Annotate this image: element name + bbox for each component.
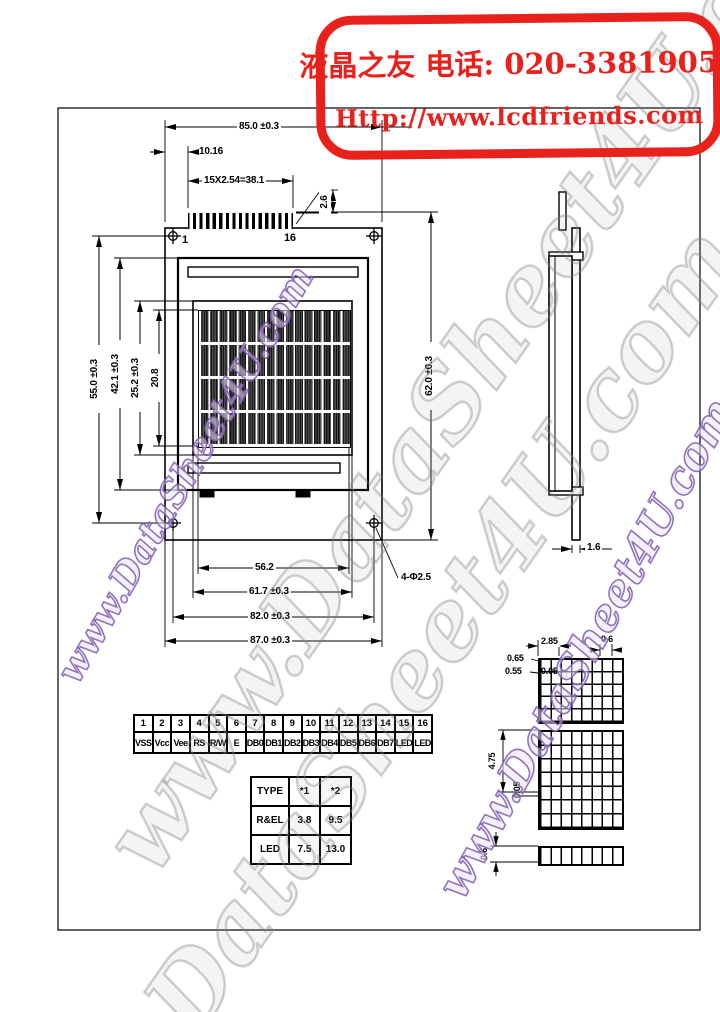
stamp-phone-line: 液晶之友 电话: 020-33819057 [299, 45, 720, 84]
dim-06-bottom: 0.6 [479, 848, 489, 860]
type-header-cell: TYPE [250, 776, 290, 807]
dim-pin-height: 2.6 [319, 185, 331, 219]
pin-number-cell: 11 [319, 714, 340, 733]
pin-number-cell: 6 [226, 714, 247, 733]
dim-active-width: 56.2 [253, 562, 276, 574]
dim-pcb-thickness: 1.6 [585, 542, 603, 554]
dim-065: 0.65 [507, 653, 524, 663]
side-view [548, 191, 612, 553]
pin-name-cell: Vcc [151, 731, 173, 754]
type-data-cell: LED [250, 834, 290, 865]
pin-number-cell: 1 [133, 714, 154, 733]
dim-overall-width-bottom: 87.0 ±0.3 [248, 635, 292, 647]
pin-name-cell: LED- [412, 731, 433, 754]
pin-number-cell: 16 [412, 714, 433, 733]
pin-number-cell: 5 [207, 714, 229, 733]
pin-name-cell: DB3 [300, 731, 322, 754]
pin-number-cell: 9 [282, 714, 303, 733]
type-data-cell: R&EL [250, 805, 290, 836]
pin-number-cell: 13 [356, 714, 378, 733]
pin-number-cell: 14 [375, 714, 396, 733]
pad-detail-lines [490, 640, 622, 876]
type-data-cell: 13.0 [319, 834, 352, 865]
type-header-cell: *2 [319, 776, 352, 807]
pin-name-cell: DB7 [375, 731, 396, 754]
dim-pin1-offset: 10.16 [199, 146, 224, 157]
dim-active-height: 20.8 [150, 354, 162, 402]
pin-number-cell: 10 [300, 714, 322, 733]
pin-name-cell: DB5 [337, 731, 359, 754]
dim-055: 0.55 [505, 666, 522, 676]
pin-number-cell: 4 [188, 714, 210, 733]
pin-name-cell: Vee [170, 731, 191, 754]
dim-viewing-height: 25.2 ±0.3 [130, 344, 142, 412]
mounting-holes [165, 228, 382, 531]
dim-viewing-width: 61.7 ±0.3 [247, 586, 291, 598]
pin-name-cell: DB0 [244, 731, 266, 754]
pin-number-cell: 2 [151, 714, 173, 733]
character-display-area [198, 310, 351, 448]
stamp-url-line: Http://www.lcdfriends.com [334, 99, 704, 133]
dim-overall-width: 85.0 ±0.3 [237, 121, 281, 133]
dim-frame-height: 42.1 ±0.3 [110, 340, 122, 408]
pin-name-cell: R/W [207, 731, 229, 754]
pin-number-cell: 3 [170, 714, 191, 733]
dim-pad-width: 0.6 [601, 634, 613, 644]
pin-name-cell: DB1 [263, 731, 284, 754]
dim-005-side: 0.05 [512, 781, 522, 799]
pad-detail-grid-middle [538, 730, 624, 830]
dim-overall-height: 62.0 ±0.3 [424, 342, 436, 410]
type-header-cell: *1 [288, 776, 321, 807]
type-data-cell: 3.8 [288, 805, 321, 836]
dim-pad-span: 4.75 [487, 752, 497, 770]
drawing-frame [57, 107, 701, 931]
hole-diameter-note: 4-Φ2.5 [401, 572, 431, 583]
pin-name-cell: RS [188, 731, 210, 754]
pin-number-cell: 15 [393, 714, 415, 733]
type-data-cell: 7.5 [288, 834, 321, 865]
pad-detail-grid-bottom [538, 846, 624, 866]
pin-name-cell: LED+ [393, 731, 415, 754]
pin-name-cell: DB2 [282, 731, 303, 754]
dim-005-top: 0.05 [541, 666, 558, 676]
pin-number-cell: 12 [337, 714, 359, 733]
pin-1-label: 1 [182, 234, 188, 246]
pin-name-cell: DB6 [356, 731, 378, 754]
connector-pins [188, 213, 293, 229]
dim-pin-pitch: 15X2.54=38.1 [202, 175, 267, 187]
pin-16-label: 16 [284, 232, 296, 244]
vendor-stamp: 液晶之友 电话: 020-33819057 Http://www.lcdfrie… [299, 11, 720, 161]
pin-name-cell: DB4 [319, 731, 340, 754]
dim-hole-span-v: 55.0 ±0.3 [89, 345, 101, 413]
type-data-cell: 9.5 [319, 805, 352, 836]
dim-pad-pitch: 2.85 [539, 635, 560, 647]
dim-hole-span-h: 82.0 ±0.3 [248, 611, 292, 623]
pin-name-cell: VSS [133, 731, 154, 754]
type-header-row: TYPE*1*2 [250, 776, 352, 807]
pin-number-cell: 8 [263, 714, 284, 733]
pin-number-cell: 7 [244, 714, 266, 733]
pin-name-cell: E [226, 731, 247, 754]
pad-detail-grid-top [538, 658, 624, 724]
